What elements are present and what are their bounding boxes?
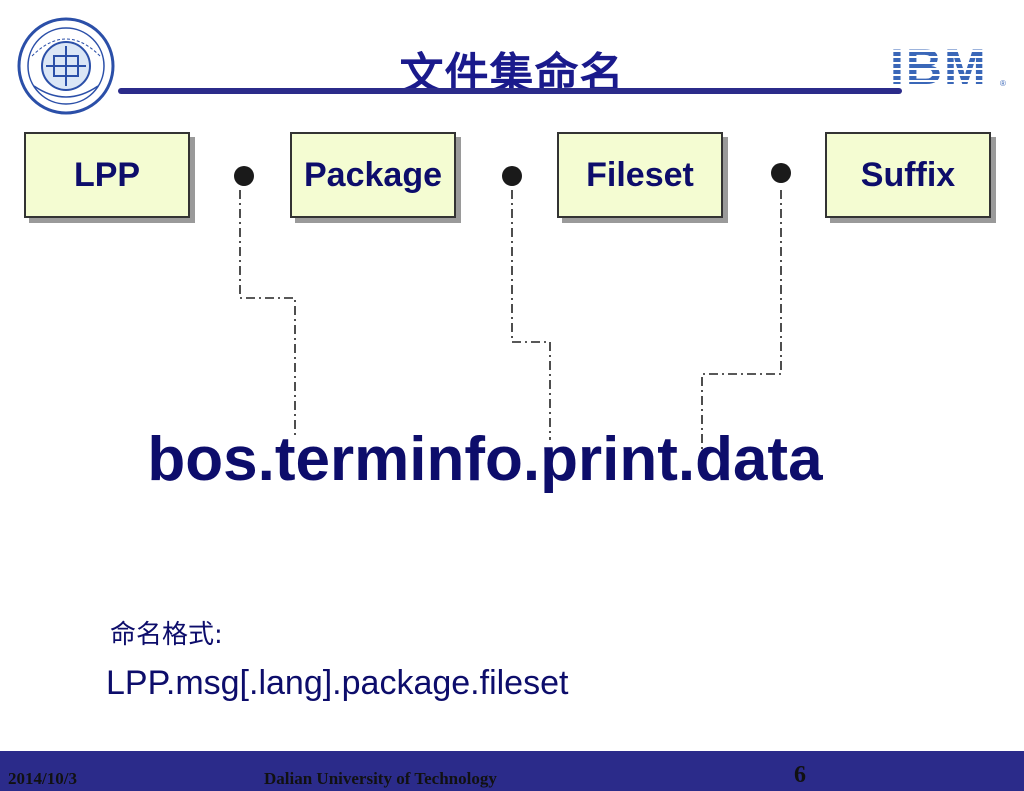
footer-bar (0, 751, 1024, 791)
connector-line-2 (511, 190, 551, 440)
ibm-logo: IBM ® (890, 40, 1006, 88)
dot-separator-3 (771, 163, 791, 183)
connector-line-3 (701, 190, 782, 452)
page-number: 6 (794, 762, 806, 788)
svg-text:®: ® (1000, 79, 1006, 88)
footer-date: 2014/10/3 (8, 769, 77, 788)
title-underline (118, 88, 902, 94)
box-package: Package (290, 132, 456, 218)
box-fileset: Fileset (557, 132, 723, 218)
format-label: 命名格式: (110, 620, 223, 650)
dot-separator-1 (234, 166, 254, 186)
dot-separator-2 (502, 166, 522, 186)
connector-line-1 (239, 190, 296, 438)
box-lpp: LPP (24, 132, 190, 218)
university-seal-logo (17, 17, 115, 115)
svg-text:IBM: IBM (890, 40, 988, 88)
footer-organization: Dalian University of Technology (264, 769, 497, 788)
box-suffix: Suffix (825, 132, 991, 218)
format-pattern: LPP.msg[.lang].package.fileset (106, 664, 569, 702)
fileset-example-name: bos.terminfo.print.data (147, 425, 823, 494)
